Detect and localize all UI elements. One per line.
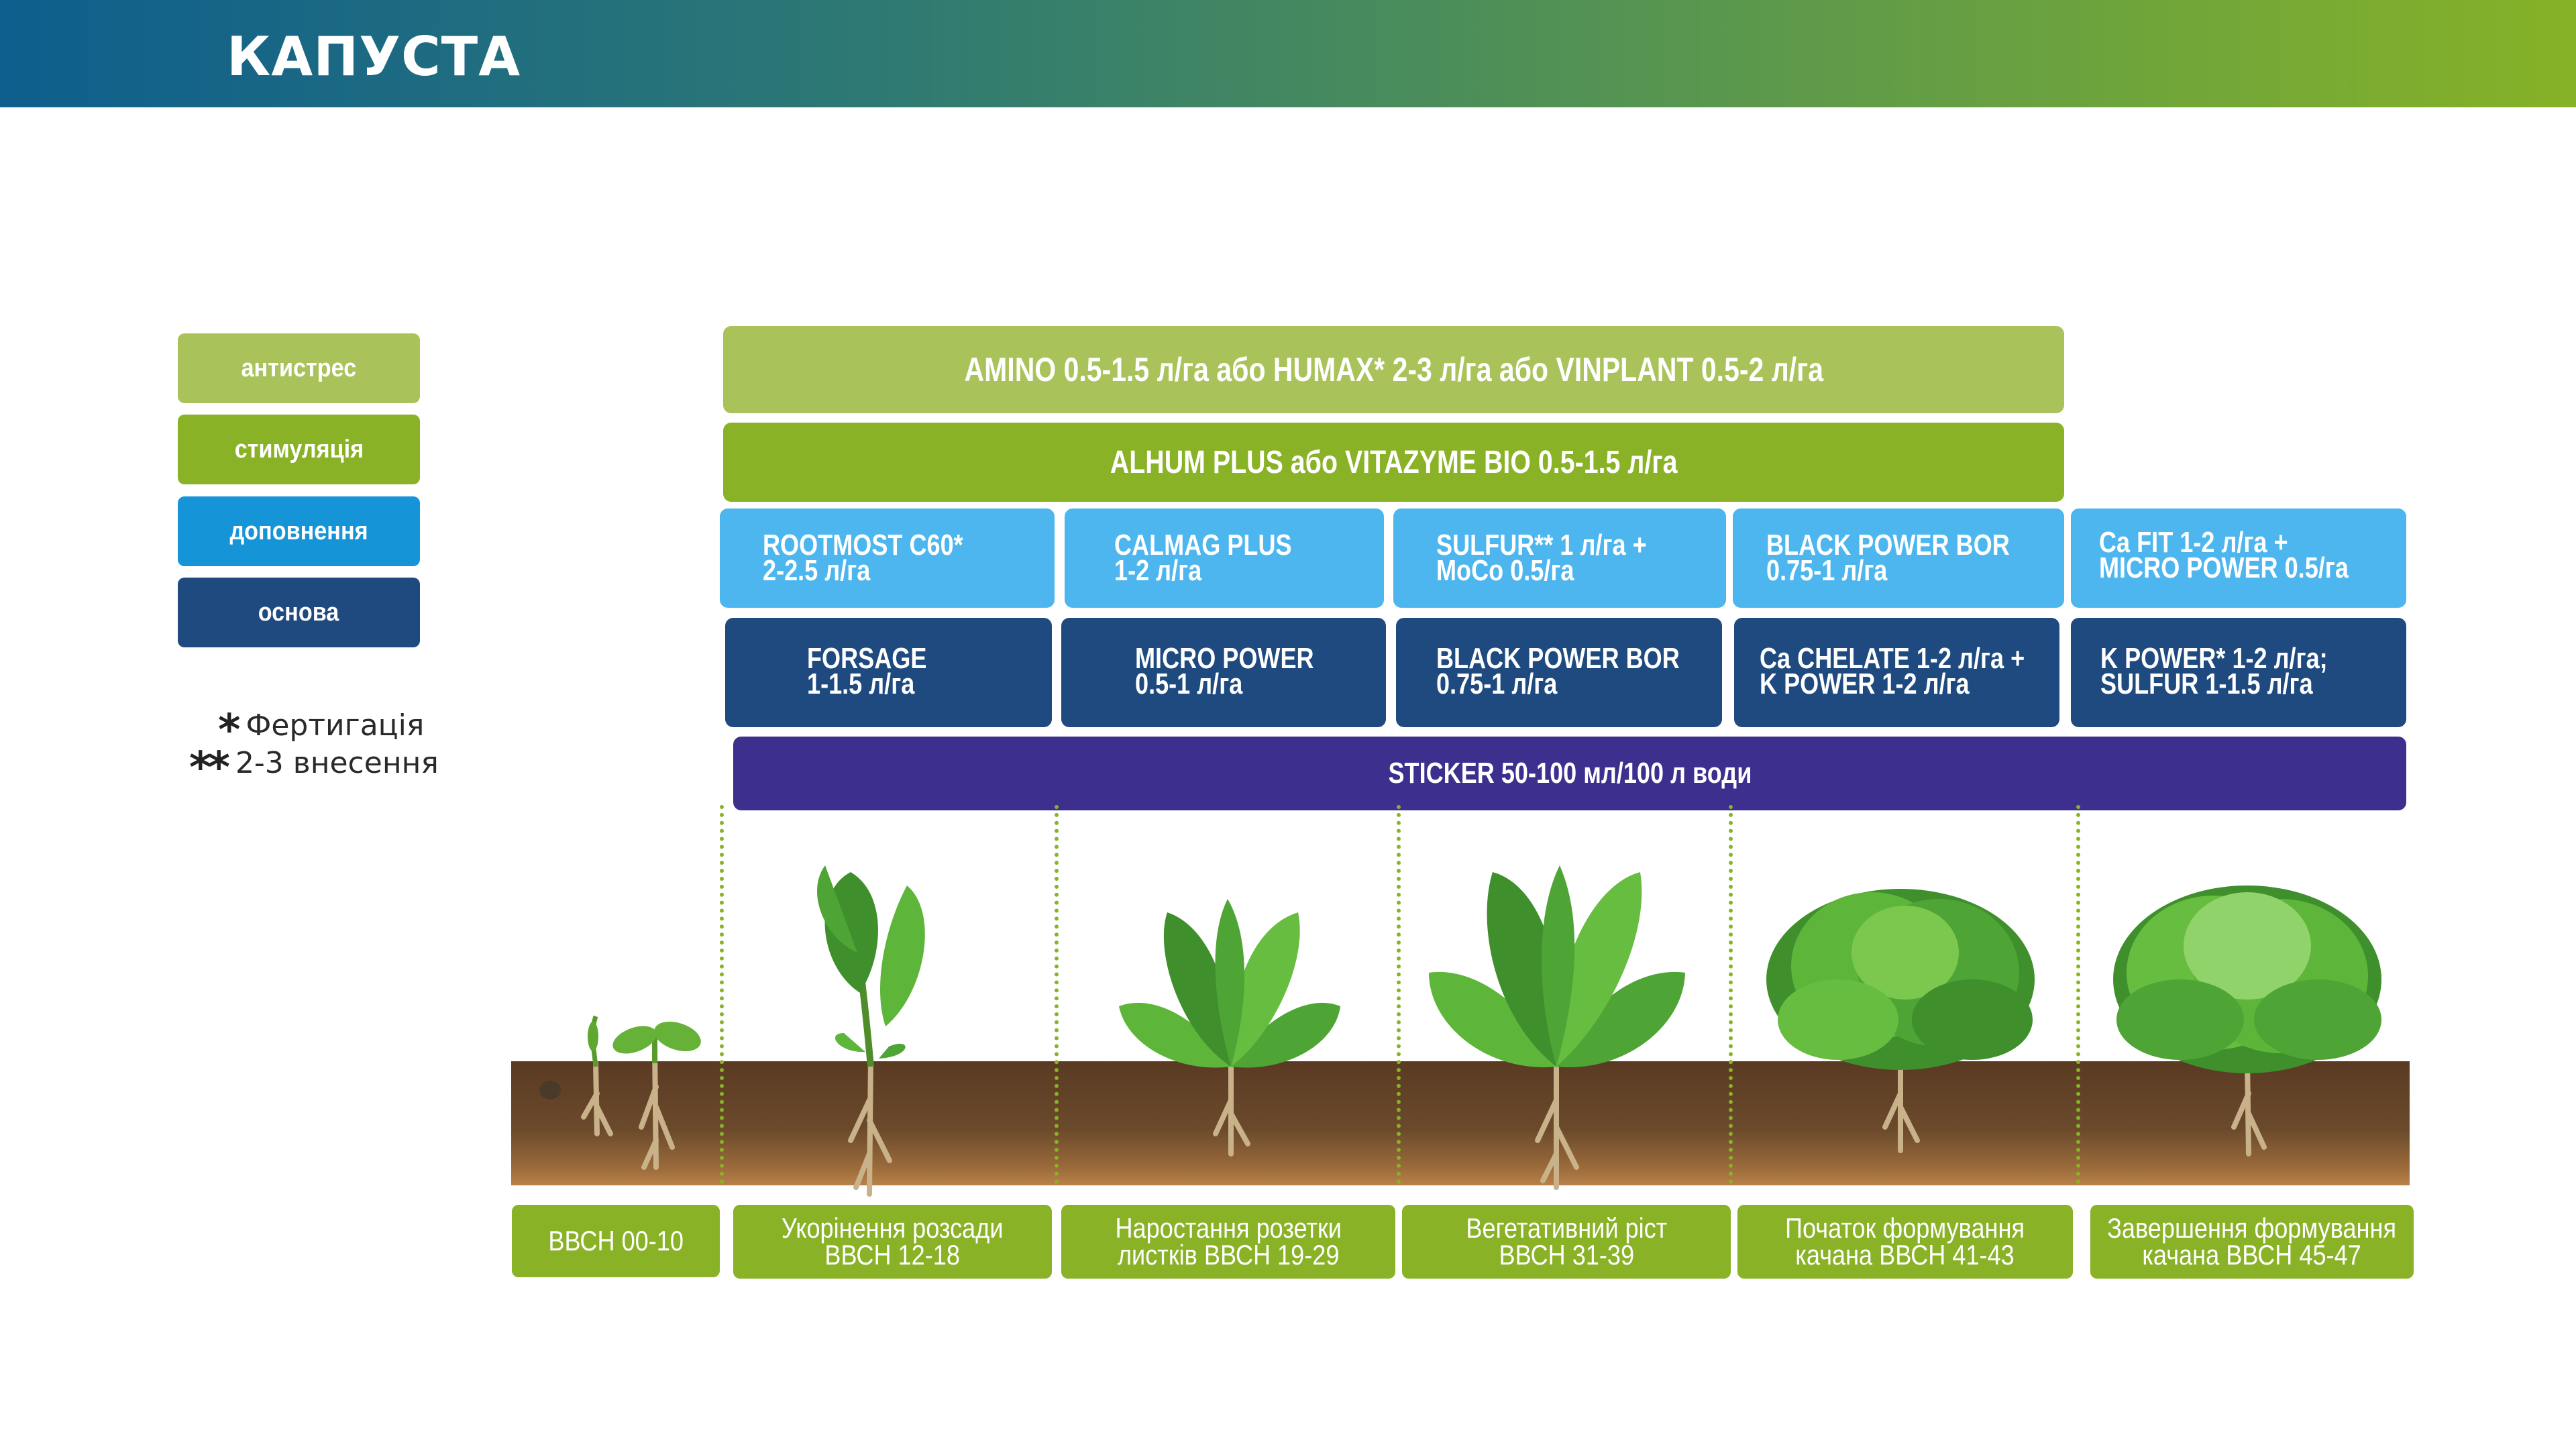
- stage-label-2-text: Укорінення розсади ВВСН 12-18: [782, 1212, 1004, 1271]
- stage-label-6-text: Завершення формування качана ВВСН 45-47: [2107, 1212, 2397, 1271]
- legend-base: основа: [178, 578, 420, 647]
- supplement-cell-1: ROOTMOST C60* 2-2.5 л/га: [720, 508, 1055, 608]
- legend-antistress-label: антистрес: [241, 354, 357, 382]
- stage-divider: [1397, 805, 1401, 1184]
- base-cell-2-line1: MICRO POWER: [1135, 642, 1314, 675]
- header-banner: КАПУСТА: [0, 0, 2576, 107]
- base-cell-1-line1: FORSAGE: [807, 642, 927, 675]
- stage-label-3: Наростання розетки листків ВВСН 19-29: [1061, 1205, 1395, 1279]
- stage-label-4: Вегетативний ріст ВВСН 31-39: [1402, 1205, 1731, 1279]
- antistress-text: AMINO 0.5-1.5 л/га або HUMAX* 2-3 л/га а…: [964, 351, 1823, 388]
- note-applications: ** 2-3 внесення: [189, 743, 439, 793]
- note-applications-text: 2-3 внесення: [235, 746, 439, 780]
- stage-label-3-text: Наростання розетки листків ВВСН 19-29: [1115, 1212, 1342, 1271]
- base-cell-3-line1: BLACK POWER BOR: [1436, 642, 1680, 675]
- sticker-text: STICKER 50-100 мл/100 л води: [1388, 757, 1752, 790]
- base-cell-2-line2: 0.5-1 л/га: [1135, 667, 1243, 700]
- supplement-cell-1-line1: ROOTMOST C60*: [763, 529, 963, 561]
- base-cell-5: K POWER* 1-2 л/га; SULFUR 1-1.5 л/га: [2071, 618, 2406, 727]
- legend-stimulation-label: стимуляція: [234, 435, 364, 464]
- base-cell-4: Ca CHELATE 1-2 л/га + K POWER 1-2 л/га: [1734, 618, 2059, 727]
- note-applications-stars: **: [189, 743, 230, 793]
- legend-base-label: основа: [258, 598, 339, 627]
- stage-label-4-text: Вегетативний ріст ВВСН 31-39: [1466, 1212, 1667, 1271]
- stage-divider: [1729, 805, 1733, 1184]
- supplement-cell-1-line2: 2-2.5 л/га: [763, 554, 871, 587]
- seedling-icon: [816, 865, 925, 1067]
- antistress-bar: AMINO 0.5-1.5 л/га або HUMAX* 2-3 л/га а…: [723, 326, 2064, 413]
- supplement-cell-4: BLACK POWER BOR 0.75-1 л/га: [1733, 508, 2064, 608]
- stage-label-1: ВВСН 00-10: [512, 1205, 720, 1277]
- legend-stimulation: стимуляція: [178, 415, 420, 484]
- legend-supplement-label: доповнення: [229, 517, 368, 545]
- supplement-cell-5-line2: MICRO POWER 0.5/га: [2099, 551, 2349, 584]
- base-cell-1-line2: 1-1.5 л/га: [807, 667, 915, 700]
- base-cell-5-line1: K POWER* 1-2 л/га;: [2100, 642, 2328, 675]
- supplement-cell-3-line1: SULFUR** 1 л/га +: [1436, 529, 1647, 561]
- supplement-cell-5-line1: Ca FIT 1-2 л/га +: [2099, 526, 2288, 559]
- supplement-cell-2-line1: CALMAG PLUS: [1114, 529, 1292, 561]
- legend-antistress: антистрес: [178, 333, 420, 403]
- supplement-cell-2-line2: 1-2 л/га: [1114, 554, 1202, 587]
- seed-icon: [539, 1081, 561, 1099]
- stage-divider: [2076, 805, 2080, 1184]
- base-cell-2: MICRO POWER 0.5-1 л/га: [1061, 618, 1386, 727]
- base-cell-3: BLACK POWER BOR 0.75-1 л/га: [1396, 618, 1722, 727]
- note-fertigation-text: Фертигація: [246, 708, 425, 743]
- supplement-cell-3: SULFUR** 1 л/га + MoCo 0.5/га: [1393, 508, 1726, 608]
- sprout-icon: [588, 1015, 701, 1067]
- stage-label-5-text: Початок формування качана ВВСН 41-43: [1785, 1212, 2025, 1271]
- supplement-cell-3-line2: MoCo 0.5/га: [1436, 554, 1574, 587]
- cabbage-head-forming-icon: [1766, 889, 2035, 1070]
- stage-label-2: Укорінення розсади ВВСН 12-18: [733, 1205, 1052, 1279]
- cabbage-head-mature-icon: [2113, 885, 2381, 1073]
- supplement-cell-5: Ca FIT 1-2 л/га + MICRO POWER 0.5/га: [2071, 508, 2406, 608]
- sticker-bar: STICKER 50-100 мл/100 л води: [733, 737, 2406, 810]
- stage-divider: [1055, 805, 1059, 1184]
- stage-divider: [720, 805, 724, 1184]
- base-cell-1: FORSAGE 1-1.5 л/га: [725, 618, 1052, 727]
- base-cell-4-line1: Ca CHELATE 1-2 л/га +: [1760, 642, 2025, 675]
- base-cell-3-line2: 0.75-1 л/га: [1436, 667, 1558, 700]
- base-cell-5-line2: SULFUR 1-1.5 л/га: [2100, 667, 2313, 700]
- vegetative-plant-icon: [1429, 865, 1685, 1067]
- base-cell-4-line2: K POWER 1-2 л/га: [1760, 667, 1970, 700]
- supplement-cell-4-line2: 0.75-1 л/га: [1766, 554, 1888, 587]
- rosette-icon: [1119, 899, 1340, 1068]
- legend-supplement: доповнення: [178, 496, 420, 566]
- note-fertigation: * Фертигація: [218, 706, 424, 755]
- supplement-cell-2: CALMAG PLUS 1-2 л/га: [1065, 508, 1384, 608]
- stimulation-bar: ALHUM PLUS або VITAZYME BIO 0.5-1.5 л/га: [723, 423, 2064, 502]
- stimulation-text: ALHUM PLUS або VITAZYME BIO 0.5-1.5 л/га: [1110, 444, 1678, 480]
- stage-label-6: Завершення формування качана ВВСН 45-47: [2090, 1205, 2414, 1279]
- stage-label-5: Початок формування качана ВВСН 41-43: [1737, 1205, 2073, 1279]
- stage-label-1-text: ВВСН 00-10: [548, 1225, 684, 1256]
- page-title: КАПУСТА: [227, 25, 521, 88]
- soil-strip: [511, 1061, 2410, 1185]
- supplement-cell-4-line1: BLACK POWER BOR: [1766, 529, 2010, 561]
